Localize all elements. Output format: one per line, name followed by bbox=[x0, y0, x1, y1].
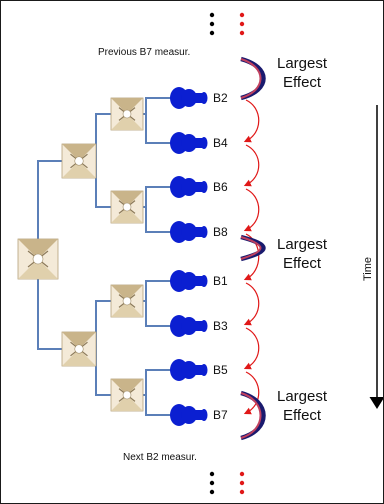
detector-b2: B2 bbox=[170, 87, 228, 109]
beam-splitter-icon bbox=[110, 284, 144, 318]
detector-label: B1 bbox=[213, 274, 228, 288]
dot-black bbox=[209, 30, 215, 36]
detector-b3: B3 bbox=[170, 315, 228, 337]
next-measurement-label: Next B2 measur. bbox=[123, 452, 197, 463]
detector-label: B2 bbox=[213, 91, 228, 105]
largest-effect-line1: Largest bbox=[277, 236, 328, 253]
transition-arc bbox=[243, 188, 260, 232]
ellipsis-bottom bbox=[209, 471, 245, 495]
transition-arc bbox=[243, 371, 260, 415]
previous-measurement-label: Previous B7 measur. bbox=[98, 47, 190, 58]
largest-effect-label-2: Largest Effect bbox=[277, 236, 328, 272]
beam-splitter-icon bbox=[110, 97, 144, 131]
dot-black bbox=[209, 21, 215, 27]
time-label: Time bbox=[362, 257, 374, 281]
transition-arc bbox=[243, 282, 260, 326]
largest-effect-label-3: Largest Effect bbox=[277, 388, 328, 424]
dot-red bbox=[239, 21, 245, 27]
ellipsis-top bbox=[209, 12, 245, 36]
tree-line-root-top bbox=[37, 160, 65, 259]
detector-label: B4 bbox=[213, 136, 228, 150]
detector-label: B7 bbox=[213, 408, 228, 422]
dot-red bbox=[239, 12, 245, 18]
transition-arc bbox=[243, 144, 260, 187]
largest-effect-line1: Largest bbox=[277, 388, 328, 405]
beam-splitter-icon bbox=[61, 143, 97, 179]
detector-b6: B6 bbox=[170, 176, 228, 198]
detector-label: B5 bbox=[213, 363, 228, 377]
largest-effect-line2: Effect bbox=[283, 407, 322, 424]
tree-line-b8 bbox=[145, 207, 171, 233]
tree-line-b3 bbox=[145, 301, 171, 327]
dot-black bbox=[209, 489, 215, 495]
detector-label: B8 bbox=[213, 225, 228, 239]
dot-black bbox=[209, 12, 215, 18]
detector-label: B6 bbox=[213, 180, 228, 194]
largest-effect-line1: Largest bbox=[277, 55, 328, 72]
largest-effect-arc bbox=[240, 56, 266, 101]
detector-b5: B5 bbox=[170, 359, 228, 381]
beam-splitters bbox=[17, 97, 144, 412]
detector-b7: B7 bbox=[170, 404, 228, 426]
largest-effect-arcs bbox=[240, 56, 266, 441]
largest-effect-line2: Effect bbox=[283, 255, 322, 272]
detector-b4: B4 bbox=[170, 132, 228, 154]
detector-label: B3 bbox=[213, 319, 228, 333]
dot-red bbox=[239, 30, 245, 36]
dot-black bbox=[209, 471, 215, 477]
largest-effect-arc bbox=[240, 390, 266, 441]
transition-arc bbox=[243, 99, 260, 143]
transition-arcs bbox=[243, 99, 260, 415]
dot-red bbox=[239, 471, 245, 477]
beam-splitter-icon bbox=[110, 190, 144, 224]
transition-arc bbox=[243, 233, 260, 281]
transition-arc bbox=[243, 327, 260, 370]
dot-red bbox=[239, 480, 245, 486]
dot-black bbox=[209, 480, 215, 486]
detector-b8: B8 bbox=[170, 221, 228, 243]
tree-line-b7 bbox=[145, 395, 171, 416]
tree-line-b4 bbox=[145, 114, 171, 144]
beam-splitter-icon bbox=[110, 378, 144, 412]
detector-b1: B1 bbox=[170, 270, 228, 292]
largest-effect-label-1: Largest Effect bbox=[277, 55, 328, 91]
beam-splitter-icon bbox=[61, 331, 97, 367]
largest-effect-arc bbox=[240, 234, 266, 262]
dot-red bbox=[239, 489, 245, 495]
largest-effect-line2: Effect bbox=[283, 74, 322, 91]
tree-line-root-bottom bbox=[37, 259, 65, 350]
beam-splitter-icon bbox=[17, 238, 59, 280]
